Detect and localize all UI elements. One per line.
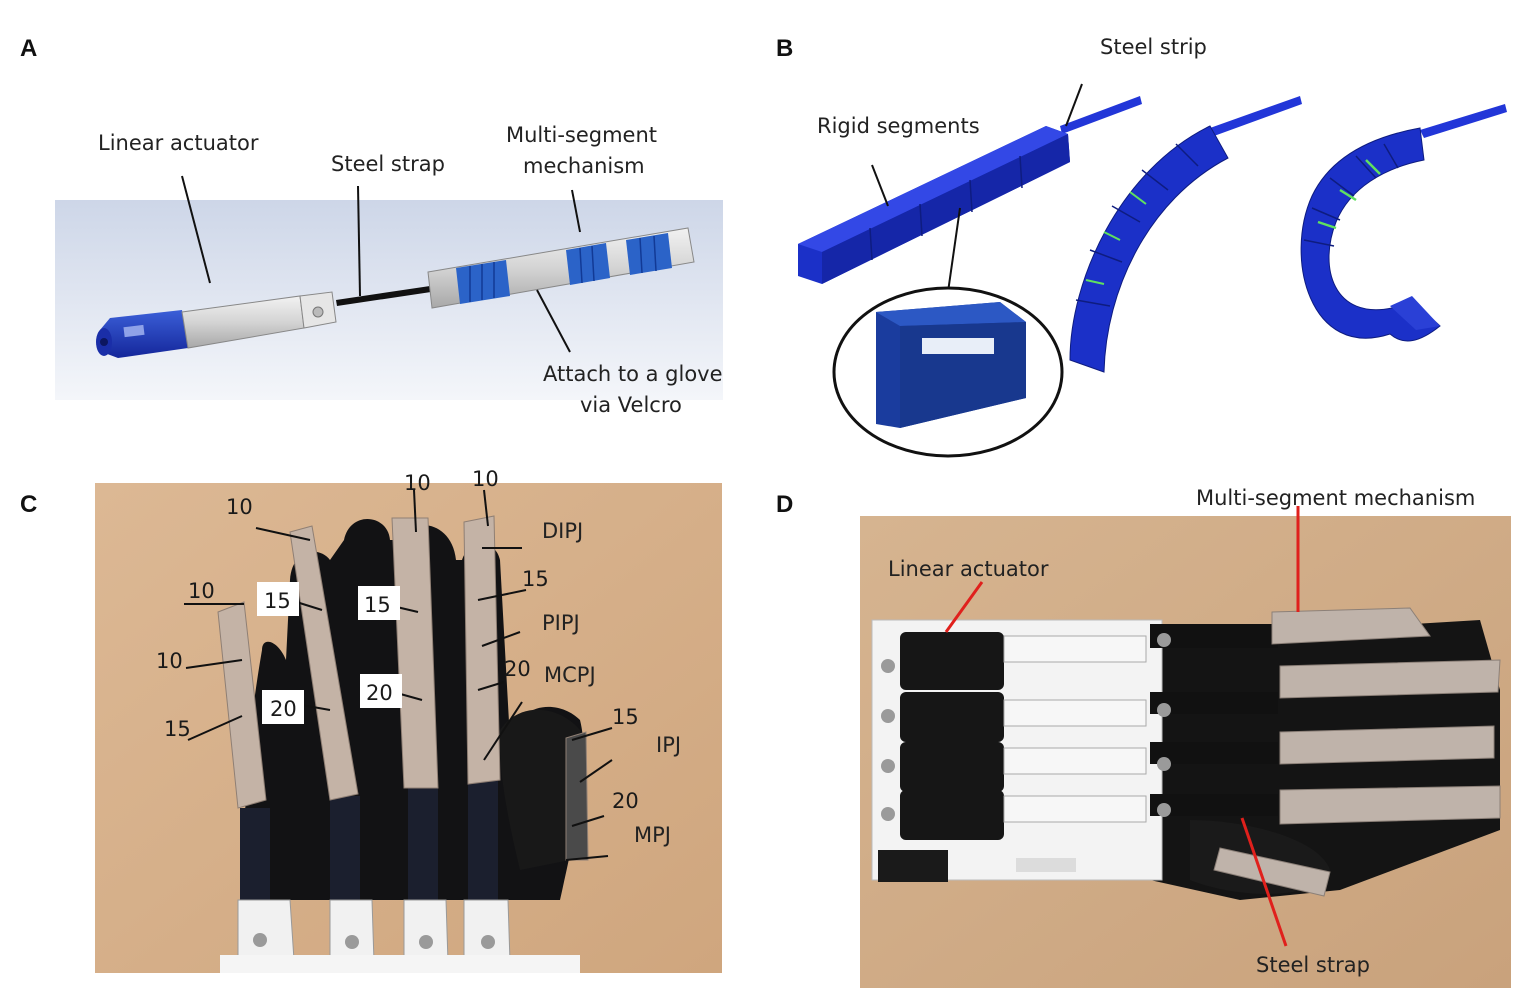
white-label-boxes-c xyxy=(257,582,402,724)
c-num-10-c: 10 xyxy=(472,467,499,491)
label-multi-segment-a-line2: mechanism xyxy=(523,154,645,178)
c-num-20-d: 20 xyxy=(612,789,639,813)
c-num-10-d: 10 xyxy=(188,579,215,603)
panel-d-letter: D xyxy=(776,491,793,518)
panel-b-letter: B xyxy=(776,35,793,62)
straight-segments-render xyxy=(798,96,1142,284)
label-steel-strap-a: Steel strap xyxy=(331,152,445,176)
joint-dipj: DIPJ xyxy=(542,519,583,543)
c-num-20-a: 20 xyxy=(270,697,297,721)
panel-b: B xyxy=(776,35,1507,458)
finger-segments-c xyxy=(217,515,589,861)
joint-mpj: MPJ xyxy=(634,823,671,847)
label-attach-glove-line2: via Velcro xyxy=(580,393,682,417)
c-num-10-a: 10 xyxy=(226,495,253,519)
segment-detail-zoom xyxy=(832,207,1064,458)
c-num-10-e: 10 xyxy=(156,649,183,673)
panel-b-leader-lines xyxy=(871,83,1083,207)
panel-c: C xyxy=(20,467,722,973)
label-multi-segment-d: Multi-segment mechanism xyxy=(1196,486,1475,510)
label-rigid-segments: Rigid segments xyxy=(817,114,980,138)
panel-a-leader-lines xyxy=(181,175,581,353)
panel-d: D xyxy=(776,486,1511,988)
panel-d-leader-lines xyxy=(944,506,1300,947)
panel-a-background xyxy=(55,200,723,400)
c-num-15-b: 15 xyxy=(364,593,391,617)
label-linear-actuator-d: Linear actuator xyxy=(888,557,1049,581)
label-attach-glove-line1: Attach to a glove xyxy=(543,362,723,386)
label-steel-strap-d: Steel strap xyxy=(1256,953,1370,977)
joint-pipj: PIPJ xyxy=(542,611,580,635)
c-num-15-c: 15 xyxy=(522,567,549,591)
c-num-20-c: 20 xyxy=(504,657,531,681)
panel-a: A Linear actuator xyxy=(20,35,723,417)
c-num-15-a: 15 xyxy=(264,589,291,613)
actuator-assembly-render xyxy=(96,227,695,358)
c-num-20-b: 20 xyxy=(366,681,393,705)
joint-ipj: IPJ xyxy=(656,733,681,757)
c-num-10-b: 10 xyxy=(404,471,431,495)
joint-mcpj: MCPJ xyxy=(544,663,596,687)
label-multi-segment-a-line1: Multi-segment xyxy=(506,123,657,147)
label-steel-strip: Steel strip xyxy=(1100,35,1207,59)
joint-leader-lines-c xyxy=(184,489,613,861)
panel-c-letter: C xyxy=(20,491,37,518)
c-num-15-e: 15 xyxy=(612,705,639,729)
c-num-15-d: 15 xyxy=(164,717,191,741)
label-linear-actuator-a: Linear actuator xyxy=(98,131,259,155)
panel-a-letter: A xyxy=(20,35,37,62)
glove-photo-d xyxy=(871,607,1501,900)
half-bent-segments-render xyxy=(1069,96,1302,373)
full-bent-segments-render xyxy=(1300,104,1507,342)
